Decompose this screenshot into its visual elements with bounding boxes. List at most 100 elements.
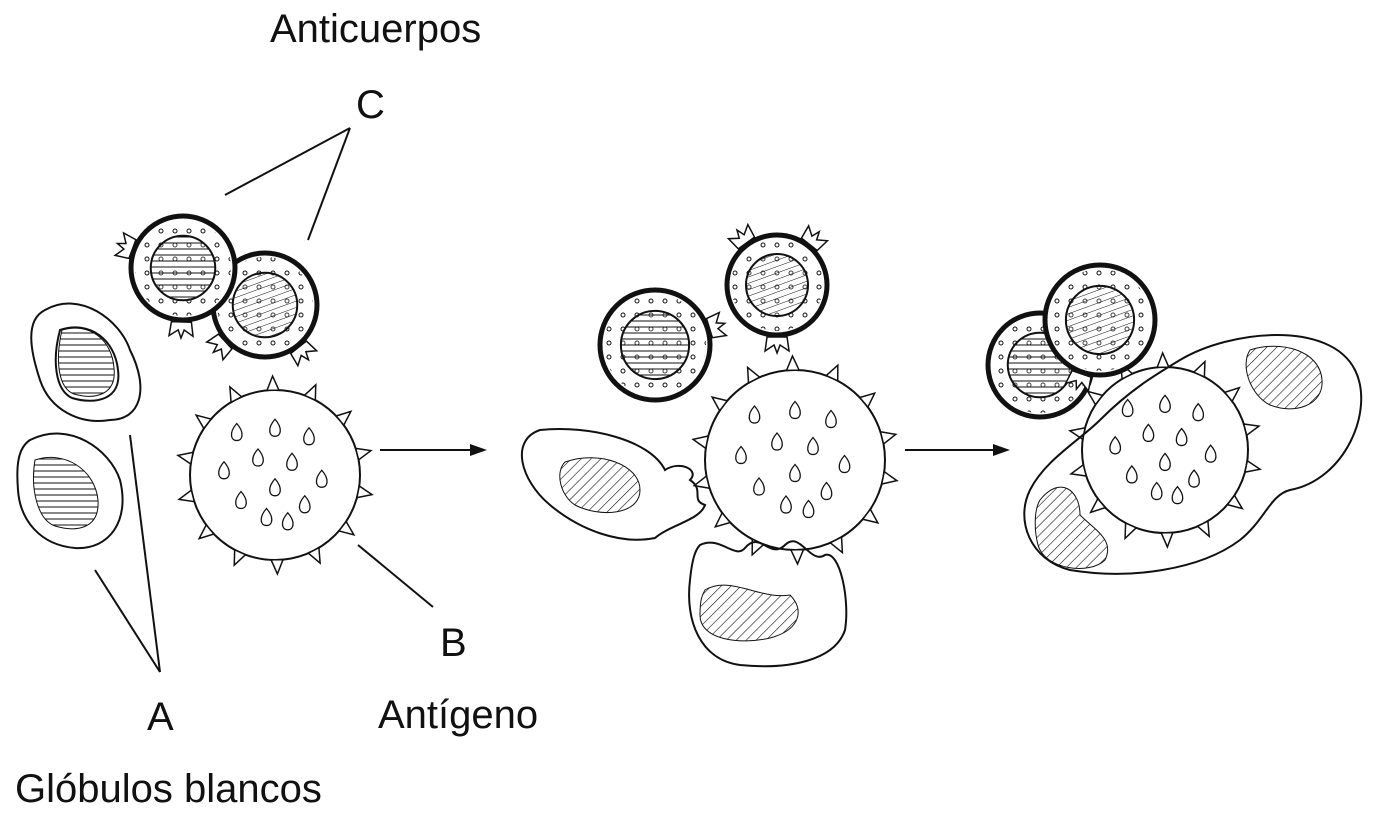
antigen-marker-icon <box>802 499 815 519</box>
antigen-marker-icon <box>218 460 230 480</box>
antibody-receptor-icon <box>800 224 830 252</box>
antigen-marker-icon <box>1150 481 1163 501</box>
antigen-spike-icon <box>1160 531 1174 549</box>
antigen-spike-icon <box>194 414 213 430</box>
antigen-spike-icon <box>1124 521 1138 541</box>
antigen-spike-icon <box>307 546 322 565</box>
white-blood-cell <box>16 432 124 550</box>
antigen-marker-icon <box>735 445 747 465</box>
antigen-marker-icon <box>1121 398 1134 418</box>
antigen-marker-icon <box>269 477 281 497</box>
antigen-spike-icon <box>1156 351 1170 369</box>
antigen-marker-icon <box>1159 452 1171 472</box>
white-blood-cell <box>30 302 142 422</box>
antigen-spike-icon <box>1226 494 1244 510</box>
antigen-spike-icon <box>858 392 877 409</box>
antigen-marker-icon <box>1192 402 1205 422</box>
antigen-spike-icon <box>692 474 711 490</box>
antigen-spike-icon <box>1192 359 1206 379</box>
antigen-marker-icon <box>748 405 761 424</box>
antigen-spike-icon <box>880 470 899 485</box>
antigen-spike-icon <box>1196 519 1211 539</box>
antigen-spike-icon <box>691 435 710 450</box>
white-blood-cell-phagocytosis <box>1023 334 1363 575</box>
antigen-cell <box>691 354 899 566</box>
leader-lines <box>94 127 434 673</box>
antigen-spike-icon <box>303 383 317 402</box>
antigen-marker-icon <box>1109 435 1122 455</box>
antigen-spike-icon <box>354 447 373 462</box>
antigen-marker-icon <box>753 477 765 496</box>
antigen-spike-icon <box>746 365 762 385</box>
antigen-spike-icon <box>233 548 247 567</box>
antigen-marker-icon <box>1171 485 1184 505</box>
white-blood-cell-engulfing <box>521 428 848 668</box>
antigen-spike-icon <box>879 430 898 446</box>
antigen-spike-icon <box>828 535 844 555</box>
antigen-marker-icon <box>1204 444 1217 463</box>
antigen-marker-icon <box>235 490 247 510</box>
antigen-spike-icon <box>713 511 732 528</box>
antibody-receptor-icon <box>113 231 137 260</box>
antigen-marker-icon <box>780 495 792 514</box>
antibody-receptor-icon <box>1064 369 1092 393</box>
antibody-cell <box>204 250 320 368</box>
antigen-marker-icon <box>789 400 801 420</box>
antigen-marker-icon <box>298 494 311 514</box>
antigen-marker-icon <box>286 452 298 471</box>
antigen-marker-icon <box>825 409 837 429</box>
antigen-marker-icon <box>315 469 328 488</box>
antigen-marker-icon <box>838 454 851 474</box>
antigen-spike-icon <box>355 484 374 499</box>
antigen-marker-icon <box>789 463 801 483</box>
antigen-cell <box>1067 351 1263 549</box>
antigen-spike-icon <box>337 520 356 536</box>
antigen-marker-icon <box>269 418 281 437</box>
antibody-receptor-icon <box>167 320 194 341</box>
antibody-receptor-icon <box>764 336 791 356</box>
antibody-receptor-icon <box>705 311 729 339</box>
antigen-spike-icon <box>176 451 195 466</box>
antigen-spike-icon <box>1069 463 1088 477</box>
antigen-marker-icon <box>1142 423 1155 443</box>
antigen-spike-icon <box>710 396 729 413</box>
antigen-marker-icon <box>771 432 783 451</box>
antigen-letter: B <box>440 621 467 665</box>
antigen-marker-icon <box>303 426 315 446</box>
antigen-marker-icon <box>260 507 273 527</box>
antibody-receptor-icon <box>289 340 319 368</box>
antigen-spike-icon <box>1244 459 1263 474</box>
antigen-marker-icon <box>252 448 264 467</box>
antigen-spike-icon <box>789 548 805 566</box>
antibody-receptor-icon <box>726 222 756 250</box>
antigen-marker-icon <box>820 481 833 501</box>
antigen-spike-icon <box>265 374 281 392</box>
antigen-marker-icon <box>1125 464 1138 484</box>
antigen-spike-icon <box>1086 390 1104 406</box>
antigen-marker-icon <box>807 436 819 456</box>
antigen-spike-icon <box>1089 497 1107 514</box>
antibody-cell <box>113 213 238 341</box>
antigen-marker-icon <box>230 422 243 442</box>
antigen-cell <box>176 374 374 576</box>
antigen-spike-icon <box>1223 386 1241 403</box>
antigen-spike-icon <box>269 558 285 576</box>
antigen-spike-icon <box>861 507 880 524</box>
antigen-marker-icon <box>1175 427 1188 447</box>
antigen-marker-icon <box>281 511 294 531</box>
antibody-cell <box>724 222 830 356</box>
arrow-step-2 <box>905 444 1010 456</box>
antibodies-letter: C <box>356 83 385 127</box>
antigen-marker-icon <box>1188 469 1200 488</box>
antigen-marker-icon <box>1159 394 1171 414</box>
antigen-spike-icon <box>1067 426 1086 441</box>
antigen-spike-icon <box>228 385 243 404</box>
arrow-step-1 <box>380 444 487 456</box>
antibody-cell <box>1042 262 1158 393</box>
white-cells-label: Glóbulos blancos <box>15 767 322 811</box>
antigen-label: Antígeno <box>378 693 538 737</box>
antigen-spike-icon <box>334 410 353 427</box>
antigen-spike-icon <box>197 523 216 540</box>
